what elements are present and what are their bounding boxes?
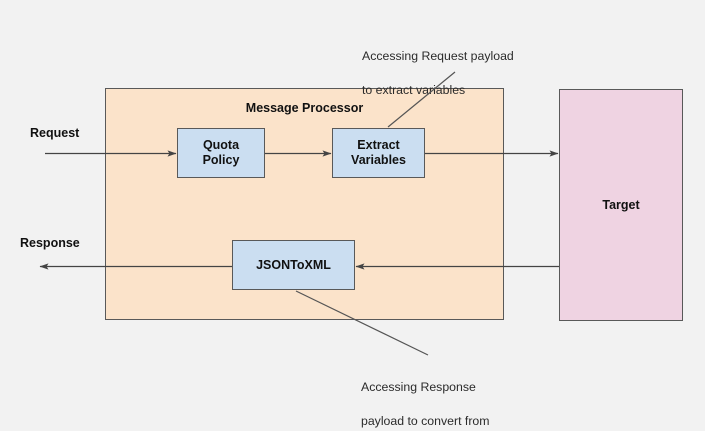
extract-variables-label-line1: Extract bbox=[357, 138, 400, 153]
leader-line-response-annotation bbox=[295, 290, 429, 356]
policy-box-extract-variables: Extract Variables bbox=[332, 128, 425, 178]
jsontoxml-label: JSONToXML bbox=[256, 257, 331, 272]
quota-policy-label-line1: Quota bbox=[202, 138, 240, 153]
quota-policy-label-line2: Policy bbox=[202, 153, 240, 167]
response-label: Response bbox=[20, 236, 80, 250]
target-box: Target bbox=[559, 89, 683, 321]
target-label: Target bbox=[602, 198, 640, 212]
annotation-request-line1: Accessing Request payload bbox=[362, 48, 514, 63]
leader-line-request-annotation bbox=[387, 71, 456, 128]
extract-variables-label-line2: Variables bbox=[351, 153, 406, 167]
request-label: Request bbox=[30, 126, 80, 140]
annotation-response-line1: Accessing Response bbox=[361, 379, 476, 394]
policy-box-jsontoxml: JSONToXML bbox=[232, 240, 355, 290]
policy-box-quota-policy: Quota Policy bbox=[177, 128, 265, 178]
annotation-response-line2: payload to convert from bbox=[361, 413, 490, 428]
annotation-response-payload: Accessing Response payload to convert fr… bbox=[361, 362, 561, 431]
message-processor-title: Message Processor bbox=[245, 101, 364, 115]
